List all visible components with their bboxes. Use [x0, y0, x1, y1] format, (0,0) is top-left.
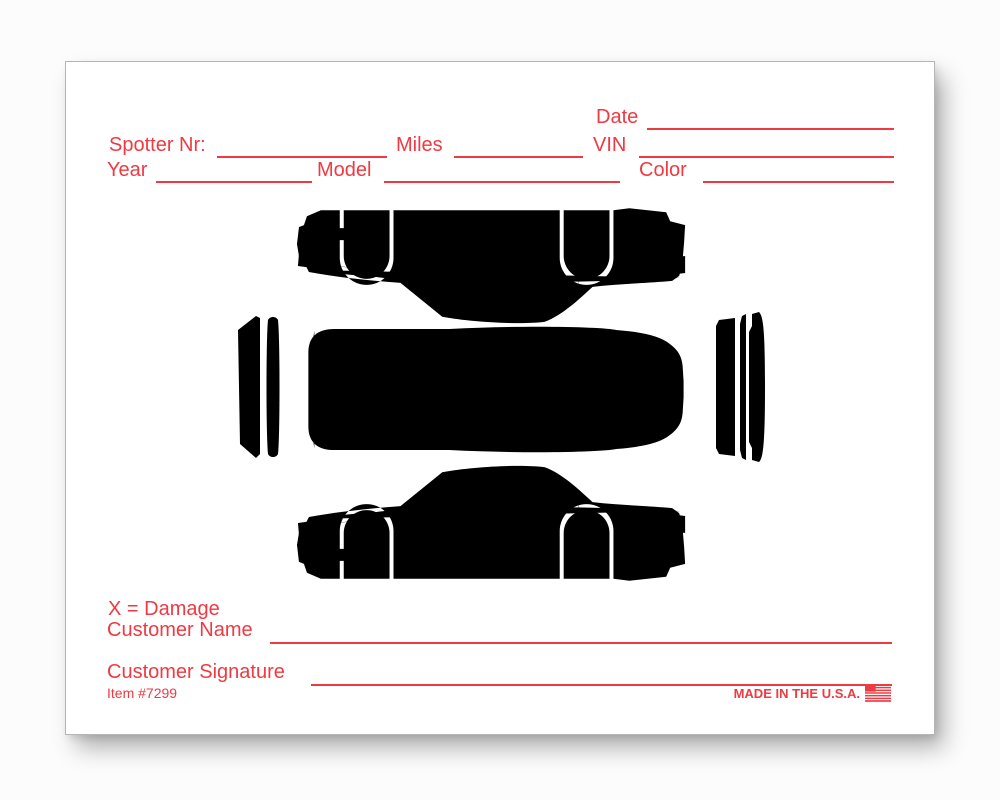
us-flag-icon	[865, 684, 891, 702]
model-field-line	[384, 181, 620, 183]
vin-field-line	[639, 156, 894, 158]
date-label: Date	[596, 106, 639, 128]
spotter-nr-label: Spotter Nr:	[109, 134, 206, 156]
miles-field-line	[454, 156, 583, 158]
color-field-line	[703, 181, 894, 183]
date-field-line	[647, 128, 894, 130]
year-label: Year	[107, 159, 148, 181]
made-in-usa-label: MADE IN THE U.S.A.	[733, 686, 860, 701]
car-side-view	[291, 461, 709, 595]
car-top-plan-view	[300, 322, 688, 457]
year-field-line	[156, 181, 312, 183]
customer-name-label: Customer Name	[107, 619, 253, 641]
car-front-end-view	[232, 308, 280, 466]
customer-name-field-line	[270, 642, 892, 644]
color-label: Color	[639, 159, 687, 181]
miles-label: Miles	[396, 134, 443, 156]
model-label: Model	[317, 159, 372, 181]
inspection-card: Date Spotter Nr: Miles VIN Year Model Co…	[66, 62, 934, 734]
item-number: Item #7299	[107, 685, 178, 701]
car-rear-end-view	[710, 308, 768, 466]
vin-label: VIN	[593, 134, 627, 156]
customer-signature-label: Customer Signature	[107, 661, 285, 683]
damage-key-label: X = Damage	[108, 598, 220, 620]
car-side-view-inverted	[291, 194, 709, 328]
customer-signature-field-line	[311, 684, 892, 686]
spotter-nr-field-line	[217, 156, 387, 158]
